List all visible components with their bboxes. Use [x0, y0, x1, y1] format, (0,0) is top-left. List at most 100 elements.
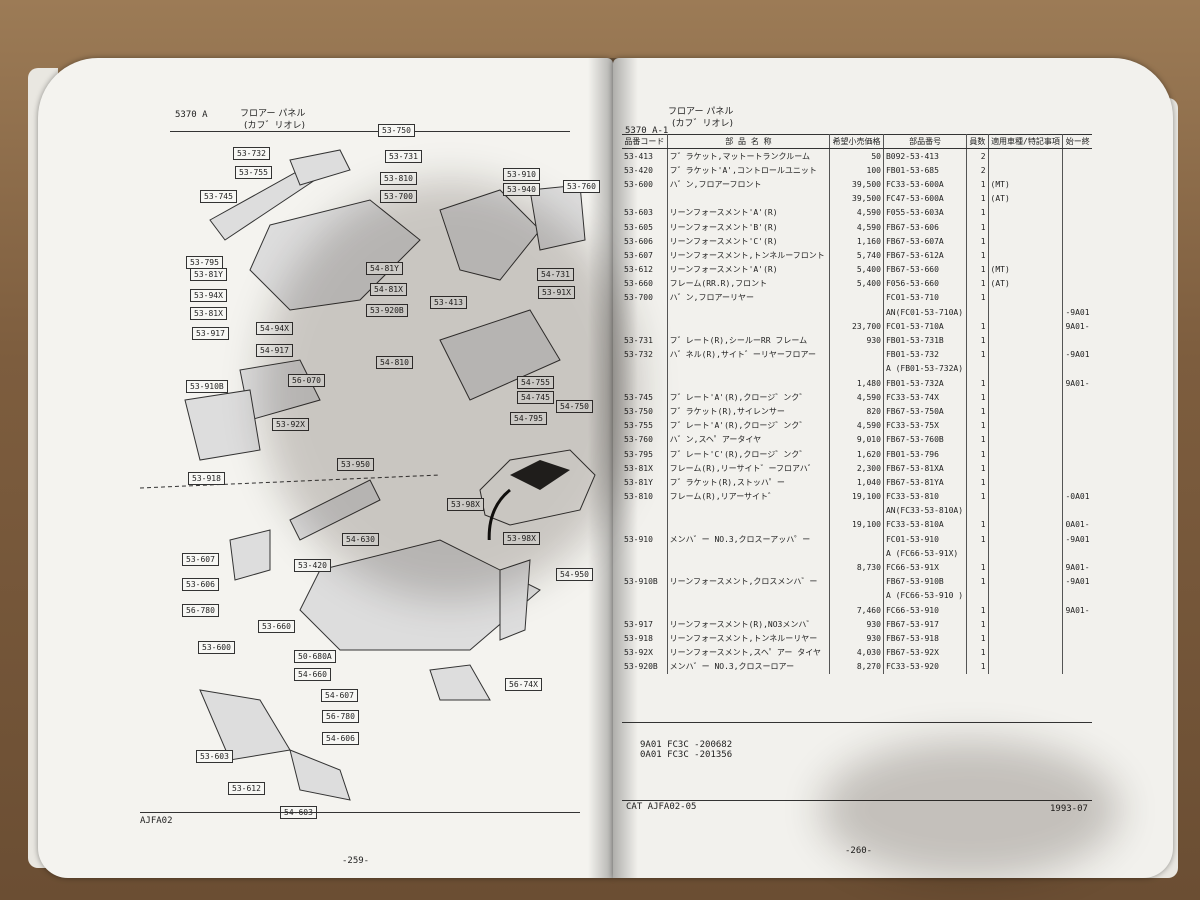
right-footer-date: 1993-07 [1050, 804, 1088, 814]
cross-member-shape [439, 189, 541, 281]
model-cell [988, 446, 1064, 462]
part-label: 53-98X [503, 532, 540, 545]
price-cell [829, 347, 884, 362]
part-name-cell: フ゛レート'A'(R),クロージ゛ンク゛ [667, 390, 831, 405]
part-label: 53-760 [563, 180, 600, 193]
price-cell: 5,400 [829, 276, 884, 291]
part-name-cell: ハ゛ン,フロアーリヤー [667, 290, 831, 306]
part-name-cell: フ゛レート(R),シールーRR フレーム [667, 333, 831, 348]
part-number-cell: FB01-53-731B [883, 333, 968, 348]
part-code-cell: 53-612 [622, 262, 668, 277]
part-number-cell: A (FB01-53-732A) [883, 361, 968, 376]
part-name-cell: リーンフォースメント'C'(R) [667, 234, 831, 249]
model-cell [988, 532, 1064, 547]
part-label: 53-810 [380, 172, 417, 185]
part-name-cell [667, 517, 831, 533]
right-header-code: 5370 A-1 [625, 126, 669, 136]
part-code-cell [622, 546, 668, 561]
model-cell [988, 347, 1064, 362]
part-number-cell: FC33-53-74X [883, 390, 968, 405]
part-name-cell [667, 560, 831, 575]
side-floor-shape [289, 479, 381, 541]
part-code-cell: 53-92X [622, 645, 668, 660]
closing-plate-shape [429, 664, 491, 701]
quantity-cell: 1 [966, 489, 989, 504]
part-label: 53-950 [337, 458, 374, 471]
part-label: 54-81Y [366, 262, 403, 275]
part-code-cell [622, 376, 668, 391]
range-cell [1063, 617, 1092, 631]
model-cell [988, 361, 1064, 376]
part-name-cell: ハ゛ネル(R),サイト゛ーリヤーフロアー [667, 347, 831, 362]
range-cell: 9A01- [1065, 605, 1090, 615]
part-number-cell: FB67-53-606 [883, 219, 968, 235]
model-cell [988, 376, 1064, 391]
part-code-cell [622, 560, 668, 575]
part-label: 50-680A [294, 650, 336, 663]
price-cell: 1,620 [829, 446, 884, 462]
model-cell [988, 163, 1064, 178]
serial-note: 0A01 FC3C -201356 [640, 750, 733, 760]
model-cell [988, 404, 1064, 419]
part-number-cell: FC66-53-910 [883, 603, 968, 618]
price-cell [829, 532, 884, 547]
range-cell: 9A01- [1065, 378, 1090, 388]
part-label: 53-910 [503, 168, 540, 181]
model-cell [988, 588, 1064, 603]
price-cell [829, 361, 884, 376]
price-cell: 8,270 [829, 659, 884, 674]
quantity-cell: 1 [966, 347, 989, 362]
quantity-cell: 1 [966, 517, 989, 533]
part-number-cell: FB01-53-732A [883, 376, 968, 391]
price-cell: 9,010 [829, 432, 884, 447]
quantity-cell: 1 [966, 574, 989, 589]
part-code-cell: 53-745 [622, 390, 668, 405]
range-cell [1063, 362, 1092, 376]
model-cell [988, 390, 1064, 405]
left-header-code: 5370 A [175, 110, 208, 120]
part-label: 54-630 [342, 533, 379, 546]
quantity-cell: 1 [966, 603, 989, 618]
part-number-cell: FC66-53-91X [883, 560, 968, 575]
price-cell: 4,590 [829, 205, 884, 220]
range-cell [1063, 631, 1092, 645]
range-cell [1063, 475, 1092, 489]
part-label: 53-91X [538, 286, 575, 299]
part-number-cell: A (FC66-53-91X) [883, 546, 968, 561]
model-cell: (AT) [988, 276, 1064, 291]
part-number-cell: A (FC66-53-910 ) [883, 588, 968, 603]
part-name-cell [667, 305, 831, 320]
part-label: 56-780 [322, 710, 359, 723]
quantity-cell [966, 305, 989, 320]
price-cell: 50 [829, 148, 884, 164]
quantity-cell: 1 [966, 276, 989, 291]
quantity-cell: 1 [966, 432, 989, 447]
parts-list-table: 品番コード 部 品 名 称 希望小売価格 部品番号 員数 適用車種/特記事項 始… [622, 134, 1092, 674]
shadow-overlay [820, 740, 1120, 880]
quantity-cell [966, 588, 989, 603]
model-cell: (MT) [988, 177, 1064, 192]
part-code-cell [622, 191, 668, 206]
part-label: 56-070 [288, 374, 325, 387]
part-label: 56-74X [505, 678, 542, 691]
model-cell [988, 461, 1064, 476]
part-label: 53-81X [190, 307, 227, 320]
part-number-cell: FB67-53-660 [883, 262, 968, 277]
price-cell [829, 503, 884, 518]
price-cell: 7,460 [829, 603, 884, 618]
range-cell [1063, 447, 1092, 461]
range-cell: -0A01 [1065, 492, 1090, 502]
part-name-cell: フ゛レート'A'(R),クロージ゛ンク゛ [667, 418, 831, 433]
part-name-cell: リーンフォースメント'B'(R) [667, 219, 831, 235]
price-cell: 19,100 [829, 517, 884, 533]
quantity-cell: 1 [966, 475, 989, 490]
part-label: 54-606 [322, 732, 359, 745]
tunnel-reinforcement-shape [184, 389, 261, 461]
part-label: 53-606 [182, 578, 219, 591]
